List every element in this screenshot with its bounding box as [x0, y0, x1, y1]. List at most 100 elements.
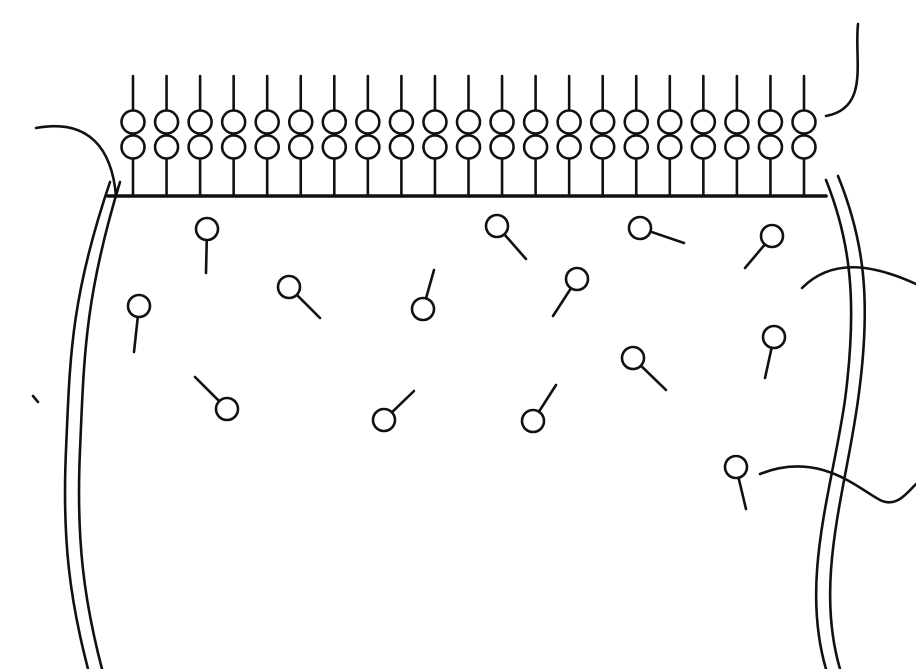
- free-molecule-tail: [739, 478, 746, 509]
- packed-head-upper: [122, 111, 145, 134]
- packed-head-lower: [323, 136, 346, 159]
- free-molecule: [278, 276, 320, 318]
- packed-molecule: [457, 76, 480, 196]
- left-wall: [65, 182, 120, 669]
- packed-head-upper: [189, 111, 212, 134]
- packed-head-upper: [356, 111, 379, 134]
- free-molecule-head: [522, 410, 544, 432]
- free-molecule: [763, 326, 785, 378]
- free-molecule: [622, 347, 666, 390]
- packed-molecule: [625, 76, 648, 196]
- free-molecule: [373, 391, 414, 431]
- free-molecule-head: [196, 218, 218, 240]
- packed-head-lower: [423, 136, 446, 159]
- left-wall-inner-line: [79, 182, 120, 669]
- free-molecule-head: [629, 217, 651, 239]
- packed-molecule: [692, 76, 715, 196]
- packed-head-upper: [759, 111, 782, 134]
- free-molecule: [128, 295, 150, 352]
- packed-head-upper: [323, 111, 346, 134]
- strand-right-middle: [802, 267, 916, 288]
- right-wall-outer-line: [816, 180, 851, 669]
- packed-molecule: [155, 76, 178, 196]
- packed-molecule: [759, 76, 782, 196]
- packed-head-lower: [658, 136, 681, 159]
- free-molecule: [412, 270, 434, 320]
- free-molecule-head: [622, 347, 644, 369]
- free-molecule-head: [725, 456, 747, 478]
- strand-top-right: [826, 24, 858, 116]
- packed-molecule: [222, 76, 245, 196]
- packed-head-upper: [222, 111, 245, 134]
- packed-head-lower: [625, 136, 648, 159]
- strand-top-left: [36, 126, 116, 196]
- packed-head-upper: [155, 111, 178, 134]
- free-molecule: [745, 225, 783, 268]
- packed-head-lower: [725, 136, 748, 159]
- packed-molecule: [591, 76, 614, 196]
- packed-molecule: [558, 76, 581, 196]
- free-molecule: [522, 385, 556, 432]
- packed-head-lower: [491, 136, 514, 159]
- packed-head-upper: [625, 111, 648, 134]
- packed-molecule: [658, 76, 681, 196]
- packed-head-upper: [793, 111, 816, 134]
- free-molecule-tail: [504, 234, 526, 259]
- packed-head-upper: [457, 111, 480, 134]
- free-molecule-head: [278, 276, 300, 298]
- strand-left-tick: [33, 396, 38, 402]
- free-molecule-tail: [765, 348, 772, 378]
- packed-molecule: [323, 76, 346, 196]
- packed-head-lower: [591, 136, 614, 159]
- packed-head-upper: [692, 111, 715, 134]
- packed-head-lower: [189, 136, 212, 159]
- free-molecule: [629, 217, 684, 243]
- packed-head-lower: [457, 136, 480, 159]
- free-molecule-head: [763, 326, 785, 348]
- free-molecule-tail: [195, 377, 219, 401]
- packed-head-lower: [222, 136, 245, 159]
- right-wall-inner-line: [830, 176, 865, 669]
- packed-molecule: [256, 76, 279, 196]
- packed-head-lower: [524, 136, 547, 159]
- packed-head-upper: [256, 111, 279, 134]
- packed-head-upper: [491, 111, 514, 134]
- packed-molecule: [122, 76, 145, 196]
- packed-molecule: [793, 76, 816, 196]
- free-molecule-tail: [553, 288, 571, 316]
- free-molecule-head: [566, 268, 588, 290]
- packed-head-upper: [658, 111, 681, 134]
- packed-molecule: [390, 76, 413, 196]
- free-molecule-tail: [206, 240, 207, 273]
- packed-molecule: [423, 76, 446, 196]
- packed-head-lower: [390, 136, 413, 159]
- packed-head-lower: [793, 136, 816, 159]
- packed-head-lower: [289, 136, 312, 159]
- free-molecule-head: [373, 409, 395, 431]
- packed-head-lower: [356, 136, 379, 159]
- packed-head-lower: [558, 136, 581, 159]
- packed-molecule: [189, 76, 212, 196]
- free-molecule-tail: [297, 295, 320, 318]
- packed-head-upper: [289, 111, 312, 134]
- packed-molecule: [524, 76, 547, 196]
- free-molecule: [196, 218, 218, 273]
- free-molecule-tail: [641, 366, 666, 390]
- free-molecule-tail: [426, 270, 434, 298]
- packed-head-lower: [122, 136, 145, 159]
- free-molecule-tail: [539, 385, 556, 412]
- free-molecule-head: [128, 295, 150, 317]
- packed-head-upper: [390, 111, 413, 134]
- free-molecule-tail: [134, 317, 138, 352]
- free-molecule-head: [412, 298, 434, 320]
- packed-molecule: [289, 76, 312, 196]
- packed-head-upper: [558, 111, 581, 134]
- free-molecule-group: [128, 215, 785, 509]
- right-wall: [816, 176, 865, 669]
- free-molecule-head: [761, 225, 783, 247]
- packed-head-upper: [524, 111, 547, 134]
- packed-molecule: [491, 76, 514, 196]
- packed-head-lower: [759, 136, 782, 159]
